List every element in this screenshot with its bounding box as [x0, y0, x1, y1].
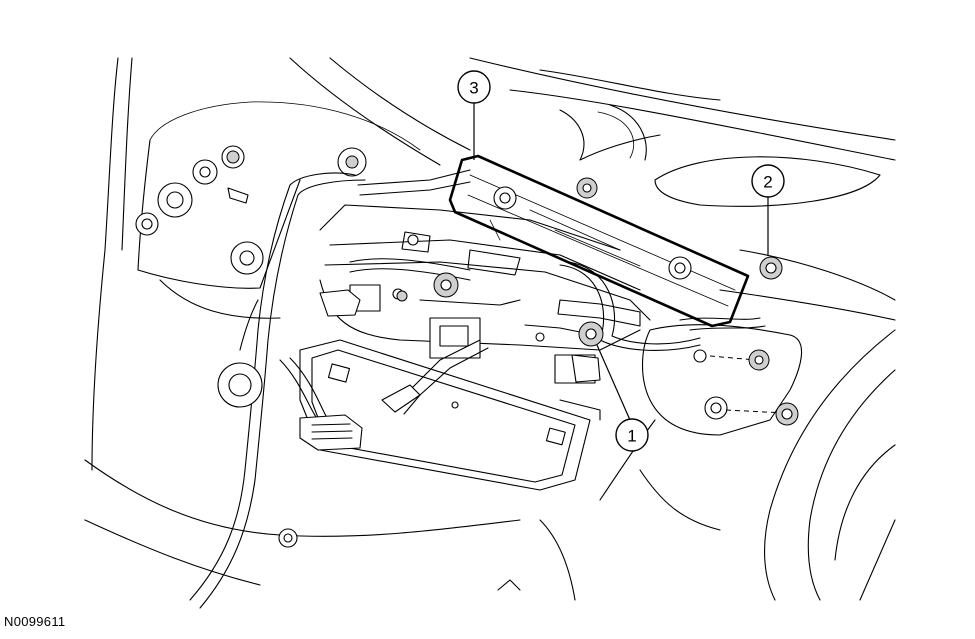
module-assembly: [448, 154, 750, 328]
nut-icon: [576, 177, 598, 199]
wiring-harness: [189, 169, 766, 609]
nut-icon: [433, 272, 459, 298]
harness-connectors: [299, 289, 601, 451]
left-panel: [135, 139, 367, 319]
nut-icon: [578, 321, 604, 347]
nut-icon: [748, 349, 770, 371]
callout-3-label: 3: [469, 79, 478, 98]
nut-icon: [396, 290, 408, 302]
nut-icon: [759, 256, 783, 280]
figure-id: N0099611: [4, 614, 66, 629]
body-panel-outlines: [91, 57, 896, 471]
callout-2: 2: [751, 164, 785, 256]
callout-2-label: 2: [763, 173, 772, 192]
callout-3: 3: [457, 70, 491, 160]
right-side-structure: [764, 329, 896, 601]
callout-1: 1: [596, 344, 649, 452]
callout-1-label: 1: [627, 427, 636, 446]
right-mounting-ear: [599, 324, 803, 501]
lower-body-lines: [84, 362, 721, 601]
fasteners: [396, 177, 799, 426]
nut-icon: [775, 402, 799, 426]
lower-plate: [299, 339, 601, 491]
